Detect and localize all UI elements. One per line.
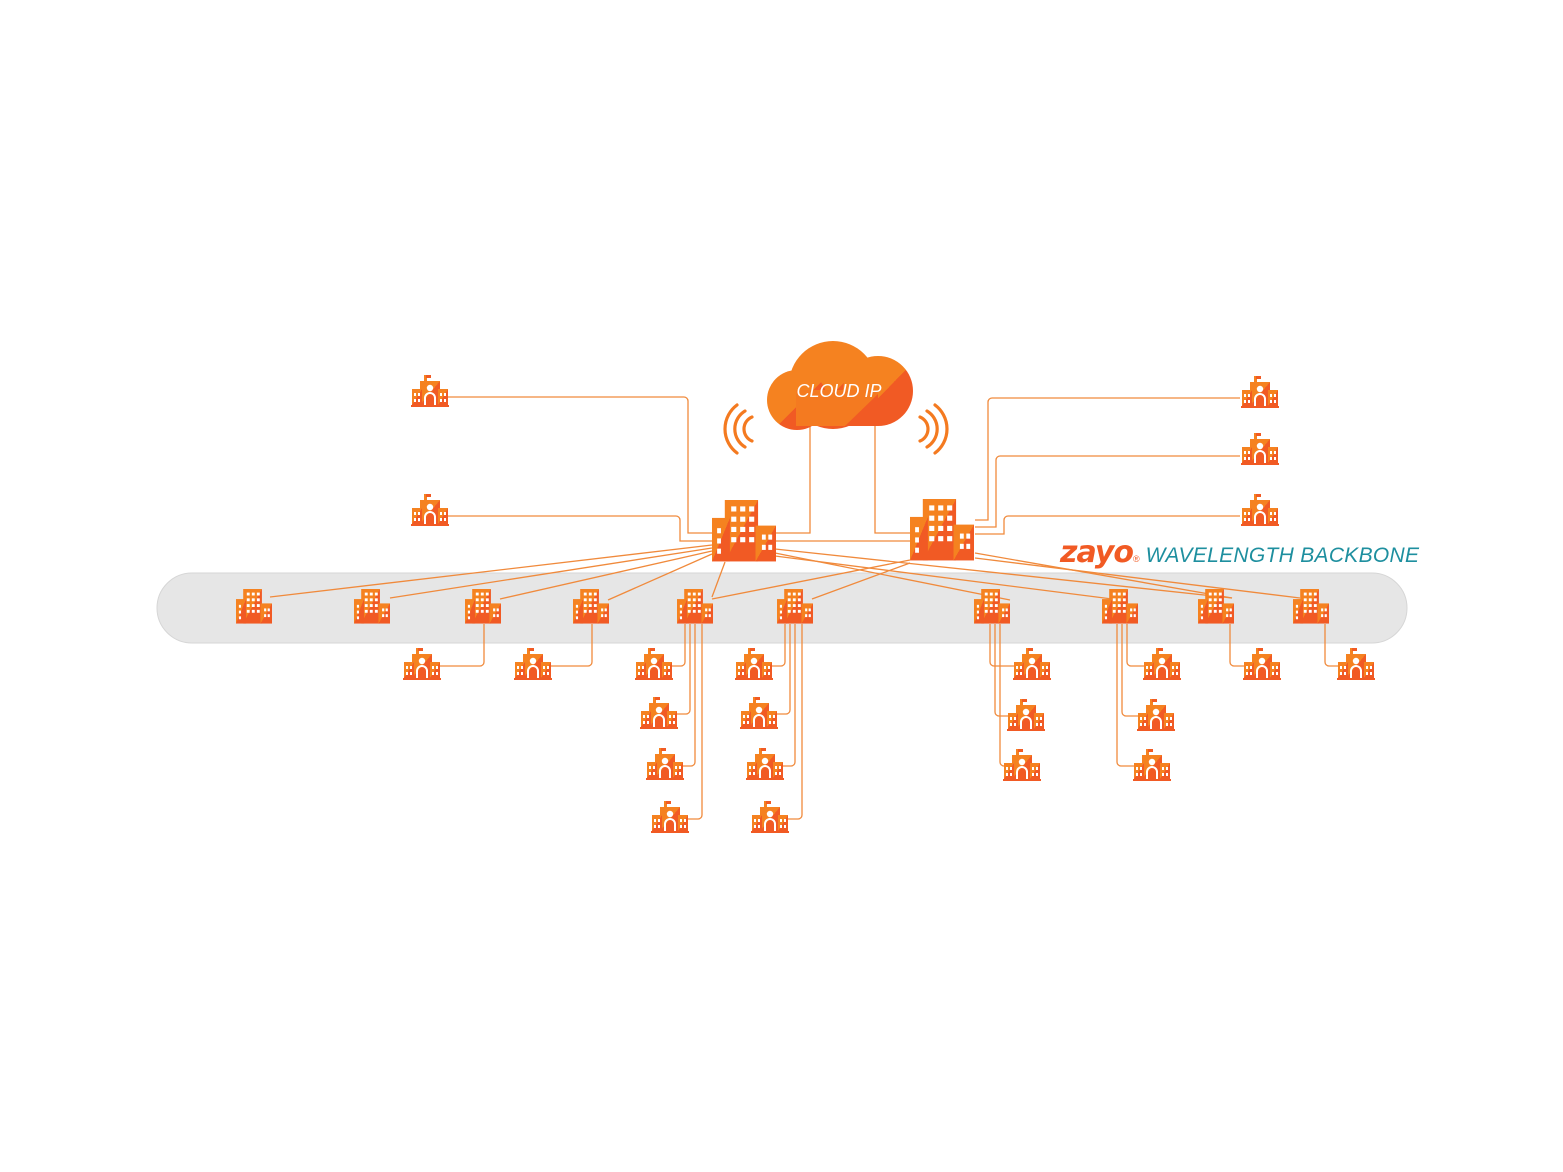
office-building-icon <box>910 499 975 561</box>
school-building-icon <box>745 747 785 781</box>
school-building-icon <box>645 747 685 781</box>
school-building-icon <box>639 696 679 730</box>
school-building-icon <box>1002 748 1042 782</box>
school-building-icon <box>410 374 450 408</box>
school-building-icon <box>739 696 779 730</box>
school-building-icon <box>402 647 442 681</box>
school-building-icon <box>1142 647 1182 681</box>
school-building-icon <box>1240 493 1280 527</box>
registered-mark: ® <box>1132 554 1140 564</box>
office-building-icon <box>712 500 776 562</box>
connection-lines <box>269 396 1340 820</box>
school-building-icon <box>1136 698 1176 732</box>
school-building-icon <box>1242 647 1282 681</box>
wireless-signal-icon <box>723 403 754 455</box>
school-building-icon <box>1240 432 1280 466</box>
wireless-signal-icon <box>918 403 949 455</box>
zayo-logo: zayo <box>1060 535 1134 570</box>
cloud-icon: CLOUD IP <box>767 341 913 430</box>
school-building-icon <box>634 647 674 681</box>
school-building-icon <box>410 493 450 527</box>
school-building-icon <box>513 647 553 681</box>
cloud-label: CLOUD IP <box>796 381 881 401</box>
school-building-icon <box>1132 748 1172 782</box>
school-building-icon <box>1336 647 1376 681</box>
school-building-icon <box>750 800 790 834</box>
school-building-icon <box>1240 375 1280 409</box>
backbone-label: zayo ® WAVELENGTH BACKBONE <box>1060 535 1419 570</box>
backbone-title: WAVELENGTH BACKBONE <box>1145 544 1420 567</box>
school-building-icon <box>1012 647 1052 681</box>
school-building-icon <box>650 800 690 834</box>
school-building-icon <box>1006 698 1046 732</box>
school-building-icon <box>734 647 774 681</box>
